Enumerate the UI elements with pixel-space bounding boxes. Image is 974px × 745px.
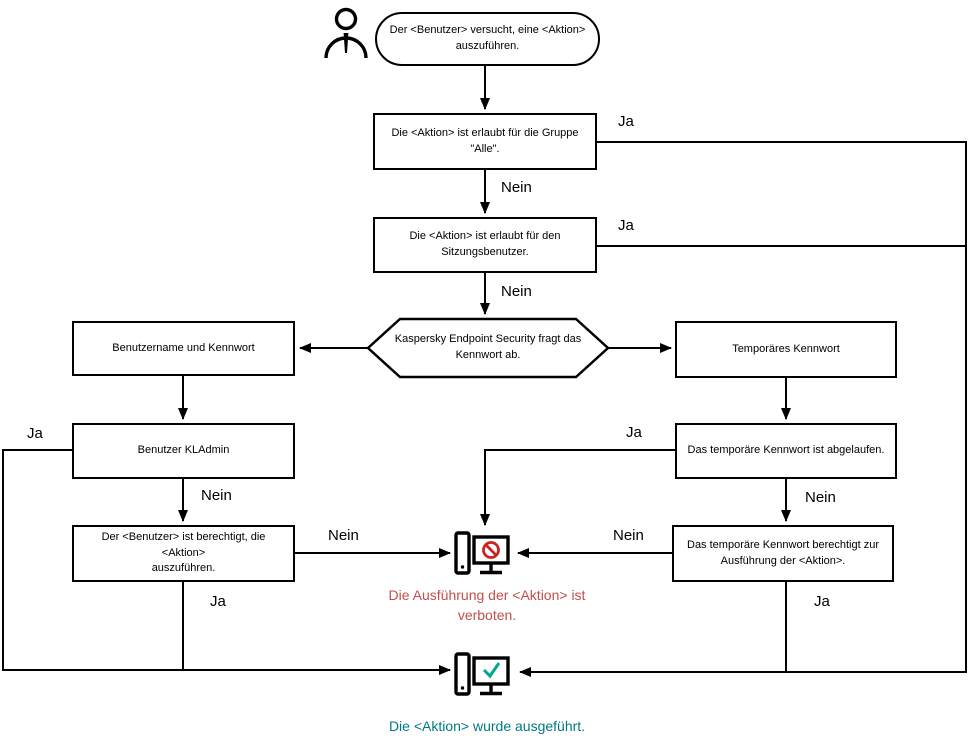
node-allowed-for-session-user: Die <Aktion> ist erlaubt für den Sitzung… (373, 217, 597, 273)
edge-label-nein-expired: Nein (805, 489, 836, 506)
computer-blocked-icon (454, 531, 510, 575)
check-mark (482, 662, 501, 679)
node-temp-password-authorizes: Das temporäre Kennwort berechtigt zur Au… (672, 525, 894, 582)
edge-label-ja-temp-authorizes: Ja (814, 593, 830, 610)
edge-label-nein-user-authorized: Nein (328, 527, 359, 544)
caption-action-executed: Die <Aktion> wurde ausgeführt. (388, 718, 586, 734)
node-password-prompt: Kaspersky Endpoint Security fragt das Ke… (366, 317, 610, 379)
node-allowed-for-all: Die <Aktion> ist erlaubt für die Gruppe … (373, 113, 597, 170)
node-user-authorized: Der <Benutzer> ist berechtigt, die <Akti… (72, 525, 295, 582)
edge-label-ja-session-user: Ja (618, 217, 634, 234)
edge-label-ja-kladmin: Ja (27, 425, 43, 442)
node-temporary-password: Temporäres Kennwort (675, 321, 897, 378)
edge-label-ja-allowed-for-all: Ja (618, 113, 634, 130)
edge-label-nein-kladmin: Nein (201, 487, 232, 504)
edge-label-ja-user-authorized: Ja (210, 593, 226, 610)
node-start: Der <Benutzer> versucht, eine <Aktion> a… (375, 12, 600, 66)
edge-label-nein-temp-authorizes: Nein (613, 527, 644, 544)
node-password-prompt-label: Kaspersky Endpoint Security fragt das Ke… (394, 333, 582, 361)
edge-label-nein-allowed-for-all: Nein (501, 179, 532, 196)
computer-success-icon (454, 652, 510, 696)
edge-label-nein-session-user: Nein (501, 283, 532, 300)
caption-action-forbidden: Die Ausführung der <Aktion> ist verboten… (388, 587, 586, 623)
node-temp-password-expired: Das temporäre Kennwort ist abgelaufen. (675, 423, 897, 479)
node-user-kladmin: Benutzer KLAdmin (72, 423, 295, 479)
person-icon (324, 7, 368, 59)
edge-label-ja-expired: Ja (626, 424, 642, 441)
node-username-password: Benutzername und Kennwort (72, 321, 295, 376)
prohibit-sign (482, 541, 500, 559)
